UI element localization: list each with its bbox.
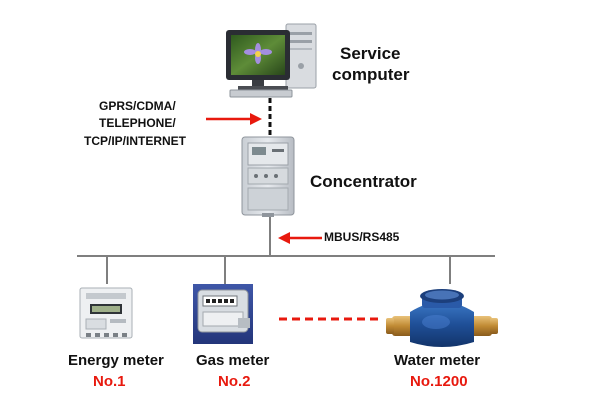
service-computer-label-line2: computer [332, 65, 410, 84]
water-meter-icon [386, 289, 498, 347]
uplink-label-line2: TELEPHONE/ [99, 116, 176, 130]
bus-label: MBUS/RS485 [324, 230, 400, 244]
service-computer-label-line1: Service [340, 44, 401, 63]
uplink-label-line1: GPRS/CDMA/ [99, 99, 176, 113]
concentrator-device-icon [241, 136, 295, 217]
water-meter-label: Water meter [394, 352, 481, 369]
water-meter-number: No.1200 [410, 373, 468, 390]
computer-icon [226, 23, 317, 98]
gas-meter-number: No.2 [218, 373, 251, 390]
bus-arrow [278, 232, 322, 244]
energy-meter-number: No.1 [93, 373, 126, 390]
energy-meter-icon [79, 287, 133, 339]
energy-meter-label: Energy meter [68, 352, 164, 369]
gas-meter-label: Gas meter [196, 352, 270, 369]
uplink-arrow [206, 113, 262, 125]
uplink-label-line3: TCP/IP/INTERNET [84, 134, 187, 148]
gas-meter-icon [193, 284, 253, 344]
concentrator-label: Concentrator [310, 172, 417, 191]
